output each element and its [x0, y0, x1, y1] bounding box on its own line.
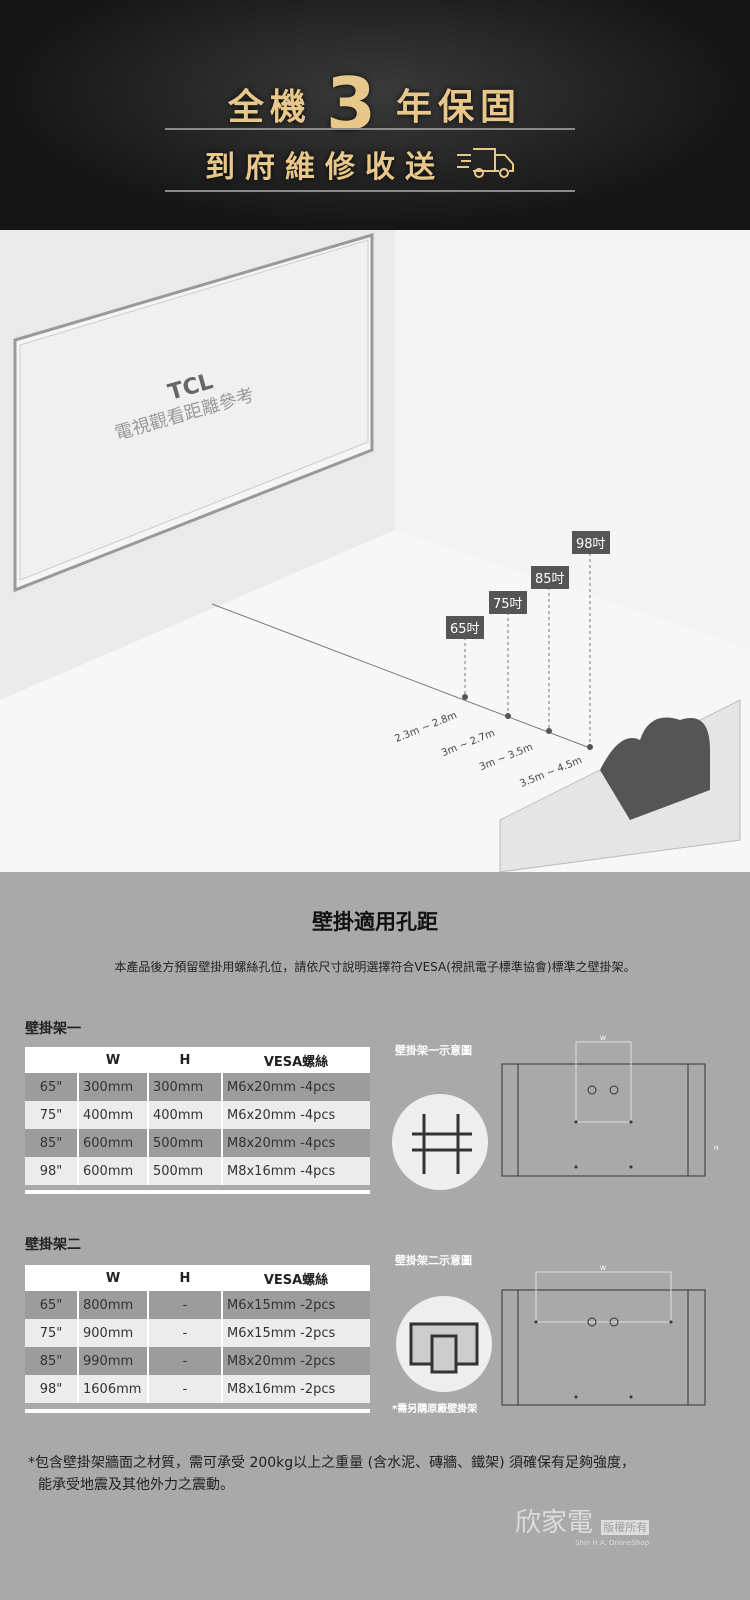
- size-65: 65吋: [446, 616, 484, 639]
- warranty-suffix: 年保固: [396, 87, 523, 128]
- svg-text:H: H: [714, 1145, 719, 1152]
- svg-text:W: W: [600, 1035, 606, 1042]
- warranty-banner: 全機 3 年保固 到府維修收送: [0, 0, 750, 230]
- wall-mount-section: 壁掛適用孔距 本產品後方預留壁掛用螺絲孔位，請依尺寸說明選擇符合VESA(視訊電…: [0, 872, 750, 1600]
- section-description: 本產品後方預留壁掛用螺絲孔位，請依尺寸說明選擇符合VESA(視訊電子標準協會)標…: [114, 960, 636, 974]
- table-row: 98"1606mm-M8x16mm -2pcs: [25, 1375, 370, 1403]
- svg-text:W: W: [600, 1265, 606, 1272]
- table-row: 85"990mm-M8x20mm -2pcs: [25, 1347, 370, 1375]
- mount2-label: 壁掛架二: [25, 1237, 81, 1253]
- mount2-diagram-label: 壁掛架二示意圖: [395, 1254, 472, 1267]
- section-title: 壁掛適用孔距: [312, 910, 438, 934]
- table-row: 75"900mm-M6x15mm -2pcs: [25, 1319, 370, 1347]
- footnote: *包含壁掛架牆面之材質，需可承受 200kg以上之重量 (含水泥、磚牆、鐵架) …: [28, 1452, 635, 1496]
- table-end-rule: [25, 1190, 370, 1194]
- warranty-prefix: 全機: [227, 87, 312, 128]
- size-75: 75吋: [489, 591, 527, 614]
- footnote-line-1: *包含壁掛架牆面之材質，需可承受 200kg以上之重量 (含水泥、磚牆、鐵架) …: [28, 1455, 635, 1471]
- truck-icon: [457, 148, 514, 178]
- mount2-bracket-image: [396, 1296, 492, 1392]
- viewing-distance-scene: TCL 電視觀看距離參考 65吋 75吋 85吋 98吋 2.3m ~ 2.8m…: [0, 230, 750, 872]
- warranty-years: 3: [325, 62, 383, 146]
- divider: [165, 190, 575, 192]
- mount1-hole-diagram: WH: [501, 1035, 719, 1177]
- person-silhouette: [600, 717, 710, 820]
- mount1-label: 壁掛架一: [25, 1021, 81, 1037]
- room-illustration: [0, 230, 750, 872]
- divider: [165, 128, 575, 130]
- warranty-title: 全機 3 年保固: [0, 62, 750, 146]
- mount1-bracket-image: [392, 1094, 488, 1190]
- size-98: 98吋: [572, 531, 610, 554]
- service-text: 到府維修收送: [205, 150, 445, 185]
- footnote-line-2: 能承受地震及其他外力之震動。: [38, 1477, 234, 1493]
- mount2-note: *需另購原廠壁掛架: [392, 1404, 478, 1415]
- size-85: 85吋: [531, 566, 569, 589]
- table-end-rule: [25, 1409, 370, 1413]
- mount1-diagram-label: 壁掛架一示意圖: [395, 1044, 472, 1057]
- table-row: 65"800mm-M6x15mm -2pcs: [25, 1291, 370, 1319]
- mount2-hole-diagram: W: [501, 1265, 706, 1406]
